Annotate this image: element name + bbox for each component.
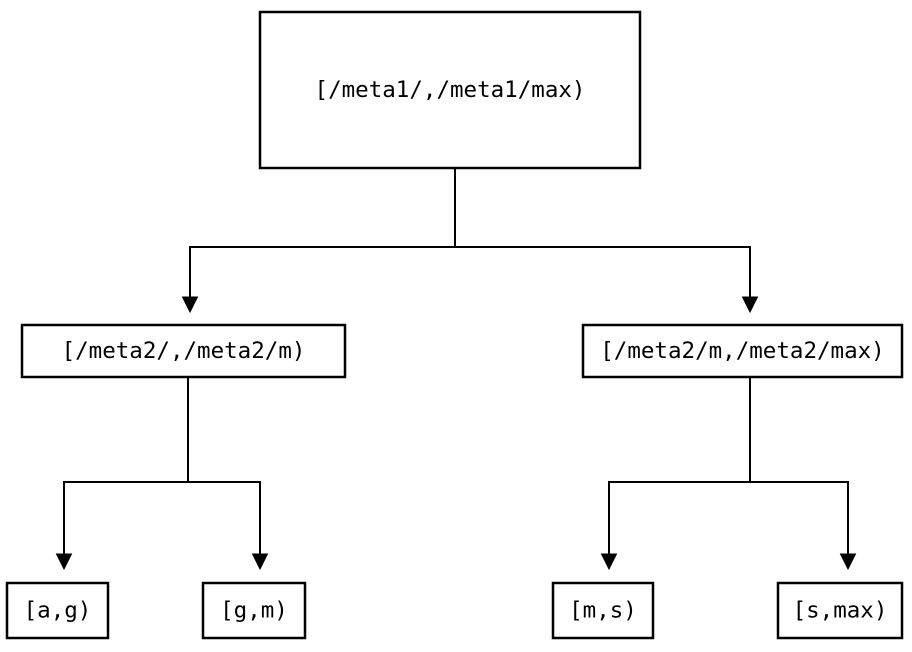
arrow-down-icon (839, 553, 857, 571)
node-label: [/meta1/,/meta1/max) (315, 77, 586, 103)
edge-meta2-right-to-leaf-ms (608, 377, 751, 557)
arrow-down-icon (181, 296, 199, 314)
node-label: [/meta2/m,/meta2/max) (600, 338, 884, 364)
node-box (20, 323, 347, 379)
edge-meta2-right-to-leaf-smax (749, 377, 849, 557)
arrow-down-icon (55, 553, 73, 571)
node-box (258, 10, 642, 170)
node-label: [m,s) (569, 598, 637, 624)
arrow-down-icon (741, 296, 759, 314)
tree-node-leaf-ms: [m,s) (551, 581, 655, 640)
edge-root-to-meta2-left (189, 168, 456, 300)
tree-arrowheads (55, 296, 857, 571)
edge-meta2-left-to-leaf-gm (187, 377, 261, 557)
tree-edges (63, 168, 849, 557)
node-box (201, 581, 307, 640)
tree-node-leaf-gm: [g,m) (201, 581, 307, 640)
node-label: [/meta2/,/meta2/m) (62, 338, 306, 364)
arrow-down-icon (600, 553, 618, 571)
node-label: [s,max) (793, 598, 888, 624)
node-box (776, 581, 904, 640)
tree-node-root: [/meta1/,/meta1/max) (258, 10, 642, 170)
arrow-down-icon (251, 553, 269, 571)
node-box (5, 581, 110, 640)
tree-nodes: [/meta1/,/meta1/max) [/meta2/,/meta2/m) … (5, 10, 904, 640)
edge-root-to-meta2-right (454, 168, 751, 300)
tree-node-meta2-left: [/meta2/,/meta2/m) (20, 323, 347, 379)
tree-node-meta2-right: [/meta2/m,/meta2/max) (581, 323, 904, 379)
tree-node-leaf-ag: [a,g) (5, 581, 110, 640)
node-box (581, 323, 904, 379)
edge-meta2-left-to-leaf-ag (63, 377, 189, 557)
node-box (551, 581, 655, 640)
node-label: [g,m) (220, 598, 288, 624)
tree-node-leaf-smax: [s,max) (776, 581, 904, 640)
node-label: [a,g) (24, 598, 92, 624)
